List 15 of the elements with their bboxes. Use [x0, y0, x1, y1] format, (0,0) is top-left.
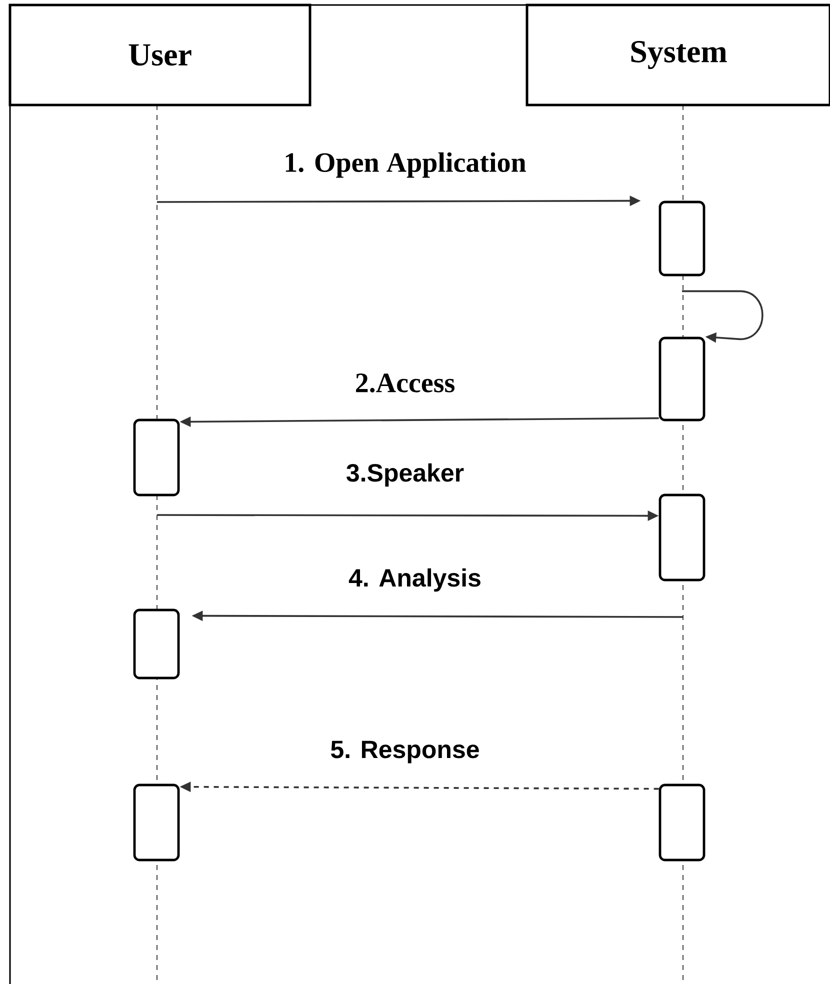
activation-box: [658, 494, 706, 582]
activation-box: [133, 608, 180, 680]
activation-box: [658, 336, 706, 422]
activation-box: [658, 200, 706, 276]
edge-label: 2.Access: [352, 372, 458, 394]
edge-label: 4. Analysis: [346, 566, 484, 594]
lifeline-header-box: System: [526, 4, 830, 106]
lifeline-header-box: User: [8, 4, 312, 106]
activation-box: [658, 784, 706, 862]
activation-box: [133, 784, 180, 862]
arrow: [682, 290, 764, 343]
edge-label: 1. Open Application: [282, 150, 528, 180]
edge-label: 3.Speaker: [344, 461, 466, 489]
activation-box: [133, 418, 180, 496]
edge-label: 5. Response: [328, 738, 482, 766]
